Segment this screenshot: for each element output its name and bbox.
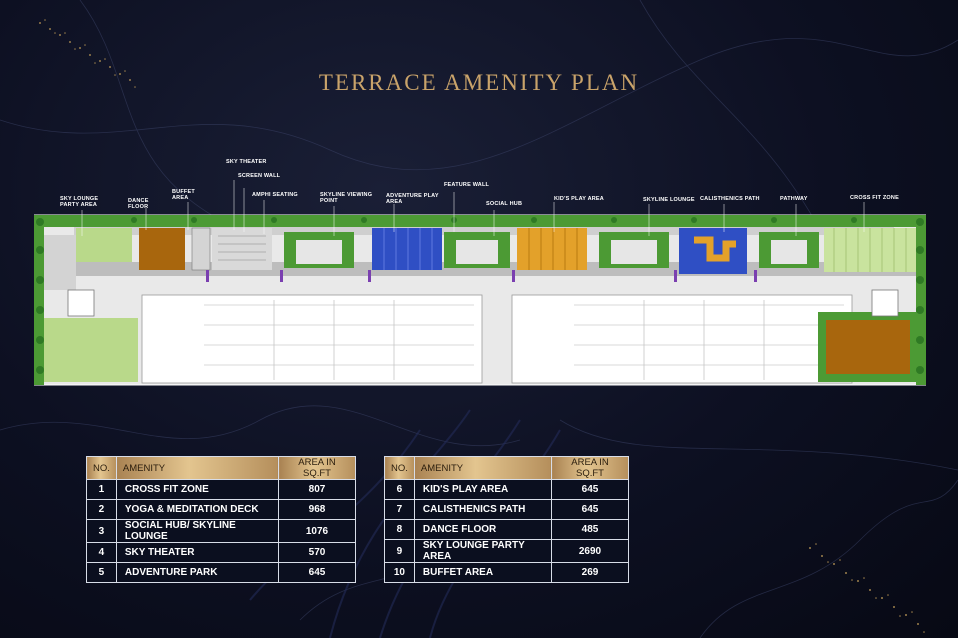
gold-glitter-top-left bbox=[39, 19, 136, 88]
row-area: 968 bbox=[278, 499, 356, 520]
table-row: 7 CALISTHENICS PATH 645 bbox=[384, 499, 629, 520]
row-amenity: SKY LOUNGE PARTY AREA bbox=[413, 539, 553, 563]
table-row: 8 DANCE FLOOR 485 bbox=[384, 519, 629, 540]
row-no: 5 bbox=[86, 562, 117, 583]
amenity-table-right: NO. AMENITY AREA IN SQ.FT 6 KID'S PLAY A… bbox=[384, 456, 629, 583]
row-amenity: BUFFET AREA bbox=[413, 562, 553, 583]
header-no: NO. bbox=[384, 456, 415, 480]
skyline-viewing-deck bbox=[296, 240, 342, 264]
label-feature-wall: FEATURE WALL bbox=[444, 182, 490, 188]
stair-core-left bbox=[67, 289, 95, 317]
row-amenity: CALISTHENICS PATH bbox=[413, 499, 553, 520]
row-no: 1 bbox=[86, 479, 117, 500]
row-amenity: KID'S PLAY AREA bbox=[413, 479, 553, 500]
pathway-strip-top bbox=[74, 227, 894, 235]
row-amenity: CROSS FIT ZONE bbox=[115, 479, 280, 500]
header-amenity: AMENITY bbox=[115, 456, 280, 480]
row-no: 9 bbox=[384, 539, 415, 563]
row-area: 645 bbox=[551, 499, 629, 520]
table-row: 5 ADVENTURE PARK 645 bbox=[86, 562, 356, 583]
sky-lounge-lawn-bottom bbox=[44, 318, 138, 382]
label-cross-fit-zone: CROSS FIT ZONE bbox=[850, 195, 899, 201]
yoga-deck-wood bbox=[826, 320, 910, 374]
table-row: 9 SKY LOUNGE PARTY AREA 2690 bbox=[384, 539, 629, 563]
row-area: 807 bbox=[278, 479, 356, 500]
row-no: 6 bbox=[384, 479, 415, 500]
row-amenity: ADVENTURE PARK bbox=[115, 562, 280, 583]
row-amenity: SKY THEATER bbox=[115, 542, 280, 563]
page-title: TERRACE AMENITY PLAN bbox=[318, 70, 640, 95]
row-no: 7 bbox=[384, 499, 415, 520]
row-no: 10 bbox=[384, 562, 415, 583]
perimeter-planter-left bbox=[34, 215, 44, 385]
row-area: 1076 bbox=[278, 519, 356, 543]
label-sky-theater: SKY THEATER bbox=[226, 159, 267, 165]
row-amenity: SOCIAL HUB/ SKYLINE LOUNGE bbox=[115, 519, 280, 543]
table-row: 1 CROSS FIT ZONE 807 bbox=[86, 479, 356, 500]
row-area: 645 bbox=[551, 479, 629, 500]
pathway-deck bbox=[771, 240, 807, 264]
row-area: 570 bbox=[278, 542, 356, 563]
table-row: 2 YOGA & MEDITATION DECK 968 bbox=[86, 499, 356, 520]
header-area: AREA IN SQ.FT bbox=[551, 456, 629, 480]
header-area: AREA IN SQ.FT bbox=[278, 456, 356, 480]
skyline-lounge-deck bbox=[611, 240, 657, 264]
row-no: 8 bbox=[384, 519, 415, 540]
dance-floor-area bbox=[139, 228, 185, 270]
label-kids-play-area: KID'S PLAY AREA bbox=[554, 196, 604, 202]
gold-glitter-bottom-right bbox=[809, 543, 925, 633]
label-skyline-viewing-point: SKYLINE VIEWING POINT bbox=[320, 192, 373, 204]
row-area: 269 bbox=[551, 562, 629, 583]
calisthenics-track bbox=[694, 236, 736, 262]
table-row: 3 SOCIAL HUB/ SKYLINE LOUNGE 1076 bbox=[86, 519, 356, 543]
label-buffet-area: BUFFET AREA bbox=[172, 189, 195, 201]
row-no: 4 bbox=[86, 542, 117, 563]
label-screen-wall: SCREEN WALL bbox=[238, 173, 281, 179]
label-social-hub: SOCIAL HUB bbox=[486, 201, 523, 207]
row-area: 2690 bbox=[551, 539, 629, 563]
label-pathway: PATHWAY bbox=[780, 196, 808, 202]
row-amenity: YOGA & MEDITATION DECK bbox=[115, 499, 280, 520]
table-header-row: NO. AMENITY AREA IN SQ.FT bbox=[86, 456, 356, 480]
perimeter-planter bbox=[34, 215, 926, 227]
social-hub-deck bbox=[456, 240, 498, 264]
tower-block-left bbox=[141, 294, 483, 384]
label-sky-lounge-party-area: SKY LOUNGE PARTY AREA bbox=[60, 196, 99, 208]
label-adventure-play-area: ADVENTURE PLAY AREA bbox=[386, 193, 439, 205]
row-amenity: DANCE FLOOR bbox=[413, 519, 553, 540]
sky-lounge-paving bbox=[44, 235, 76, 290]
terrace-floor-plan bbox=[34, 180, 926, 386]
amenity-table-left: NO. AMENITY AREA IN SQ.FT 1 CROSS FIT ZO… bbox=[86, 456, 356, 583]
table-row: 10 BUFFET AREA 269 bbox=[384, 562, 629, 583]
header-amenity: AMENITY bbox=[413, 456, 553, 480]
table-row: 4 SKY THEATER 570 bbox=[86, 542, 356, 563]
table-header-row: NO. AMENITY AREA IN SQ.FT bbox=[384, 456, 629, 480]
row-area: 485 bbox=[551, 519, 629, 540]
sky-lounge-lawn-top bbox=[76, 228, 132, 262]
buffet-area-block bbox=[191, 227, 211, 271]
label-calisthenics-path: CALISTHENICS PATH bbox=[700, 196, 760, 202]
sky-theater-area bbox=[212, 228, 272, 270]
row-no: 3 bbox=[86, 519, 117, 543]
row-no: 2 bbox=[86, 499, 117, 520]
row-area: 645 bbox=[278, 562, 356, 583]
label-skyline-lounge: SKYLINE LOUNGE bbox=[643, 197, 695, 203]
table-row: 6 KID'S PLAY AREA 645 bbox=[384, 479, 629, 500]
perimeter-planter-right bbox=[916, 215, 926, 385]
stair-core-right bbox=[871, 289, 899, 317]
label-dance-floor: DANCE FLOOR bbox=[128, 198, 149, 210]
label-amphi-seating: AMPHI SEATING bbox=[252, 192, 298, 198]
header-no: NO. bbox=[86, 456, 117, 480]
tower-block-right bbox=[511, 294, 853, 384]
